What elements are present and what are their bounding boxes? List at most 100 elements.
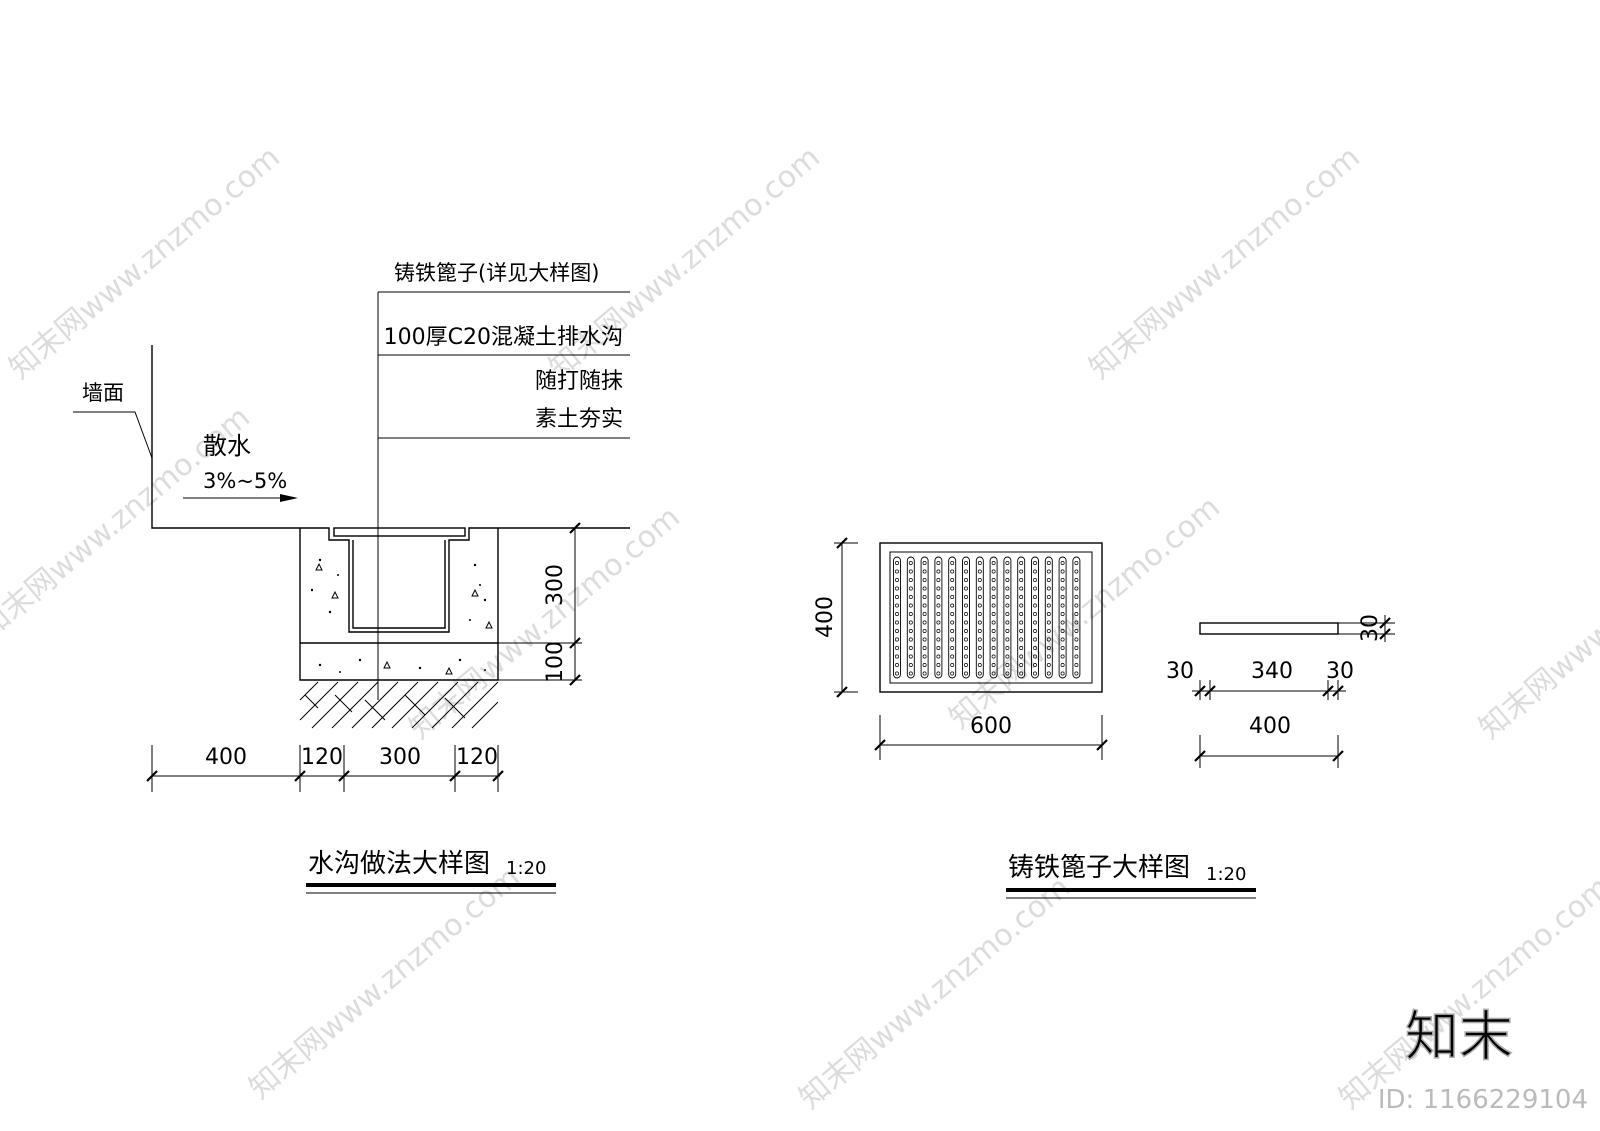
grate-hole — [908, 671, 913, 676]
grate-hole — [991, 569, 996, 574]
grate-hole — [936, 578, 941, 582]
grate-hole — [950, 578, 955, 582]
grate-hole — [1019, 620, 1024, 625]
grate-hole — [964, 654, 968, 659]
grate-hole — [1046, 561, 1051, 565]
grate-hole — [1046, 637, 1051, 642]
grate-hole — [895, 586, 899, 591]
grate-hole — [977, 671, 982, 676]
grate-slot — [934, 556, 943, 679]
grate-hole — [1074, 646, 1079, 650]
grate-hole — [1033, 637, 1037, 642]
grate-hole — [1019, 671, 1024, 676]
grate-hole — [1005, 612, 1010, 616]
grate-hole — [936, 663, 941, 667]
grate-hole — [1019, 569, 1024, 574]
grate-slot — [1031, 556, 1039, 679]
grate-hole — [991, 629, 996, 633]
grate-hole — [950, 561, 955, 565]
grate-hole — [977, 561, 982, 565]
grate-hole — [991, 612, 996, 616]
grate-hole — [991, 654, 996, 659]
section-thickness-label: 30 — [1358, 614, 1383, 642]
grate-hole — [1005, 654, 1010, 659]
grate-hole — [964, 629, 968, 633]
grate-hole — [1033, 654, 1037, 659]
grate-hole — [895, 561, 899, 565]
grate-hole — [908, 569, 913, 574]
grate-hole — [908, 561, 913, 565]
grate-hole — [922, 569, 927, 574]
grate-hole — [1046, 595, 1051, 599]
grate-hole — [936, 603, 941, 608]
watermark-text: 知末网www.znzmo.com — [3, 140, 287, 386]
section-total-dimension: 400 — [1194, 714, 1344, 768]
grate-hole — [1019, 637, 1024, 642]
slope-label: 3%~5% — [203, 469, 287, 493]
grate-hole — [991, 603, 996, 608]
grate-hole — [1019, 646, 1024, 650]
grate-hole — [1074, 595, 1079, 599]
grate-hole — [1005, 671, 1010, 676]
grate-hole — [922, 646, 927, 650]
grate-hole — [922, 612, 927, 616]
grate-hole — [1074, 603, 1079, 608]
grate-hole — [1019, 595, 1024, 599]
grate-hole — [908, 629, 913, 633]
grate-hole — [1060, 646, 1065, 650]
grate-hole — [1060, 569, 1065, 574]
grate-hole — [908, 612, 913, 616]
section-dim-30-right: 30 — [1326, 659, 1354, 684]
grate-hole — [950, 603, 955, 608]
plan-width-label: 600 — [970, 714, 1012, 739]
grate-hole — [922, 561, 927, 565]
grate-slot — [948, 556, 957, 679]
grate-hole — [991, 663, 996, 667]
grate-hole — [991, 620, 996, 625]
grate-hole — [964, 603, 968, 608]
drain-section-detail: 墙面 散水 3%~5% — [73, 261, 630, 894]
grate-hole — [1074, 620, 1079, 625]
plan-height-label: 400 — [813, 596, 838, 638]
watermark-text: 知末网www.znzmo.com — [243, 860, 527, 1106]
grate-hole — [1033, 620, 1037, 625]
grate-hole — [895, 654, 899, 659]
section-segment-dimension: 30 340 30 — [1166, 659, 1354, 700]
concrete-triangles — [315, 562, 493, 675]
dim-bottom-120b: 120 — [456, 745, 498, 770]
section-dim-30-left: 30 — [1166, 659, 1194, 684]
channel-outer — [299, 528, 499, 681]
grate-hole — [1046, 620, 1051, 625]
wall-leader — [73, 411, 153, 459]
grate-slot — [962, 556, 970, 679]
plan-height-dimension: 400 — [813, 537, 858, 698]
section-thickness-dimension: 30 — [1338, 614, 1395, 642]
right-title: 铸铁篦子大样图 — [1008, 853, 1190, 883]
grate-hole — [936, 654, 941, 659]
grate-hole — [1046, 654, 1051, 659]
grate-hole — [1033, 586, 1037, 591]
grate-hole — [1060, 654, 1065, 659]
grate-detail: 400 600 30 — [813, 537, 1395, 899]
grate-hole — [1060, 637, 1065, 642]
dim-right-100: 100 — [543, 641, 568, 683]
grate-hole — [977, 578, 982, 582]
concrete-hatch — [310, 558, 487, 673]
grate-hole — [1074, 561, 1079, 565]
grate-hole — [977, 612, 982, 616]
grate-hole — [1019, 629, 1024, 633]
grate-hole — [991, 637, 996, 642]
soil-label: 素土夯实 — [535, 407, 623, 432]
grate-hole — [1005, 578, 1010, 582]
section-dim-340: 340 — [1251, 659, 1293, 684]
right-scale: 1:20 — [1206, 864, 1246, 885]
grate-slot — [1003, 556, 1012, 679]
wall-line — [151, 345, 300, 529]
grate-hole — [922, 629, 927, 633]
grate-slot — [893, 556, 901, 679]
grate-hole — [895, 637, 899, 642]
grate-plan-outer — [879, 542, 1103, 693]
grate-hole — [991, 595, 996, 599]
grate-slot — [989, 556, 998, 679]
